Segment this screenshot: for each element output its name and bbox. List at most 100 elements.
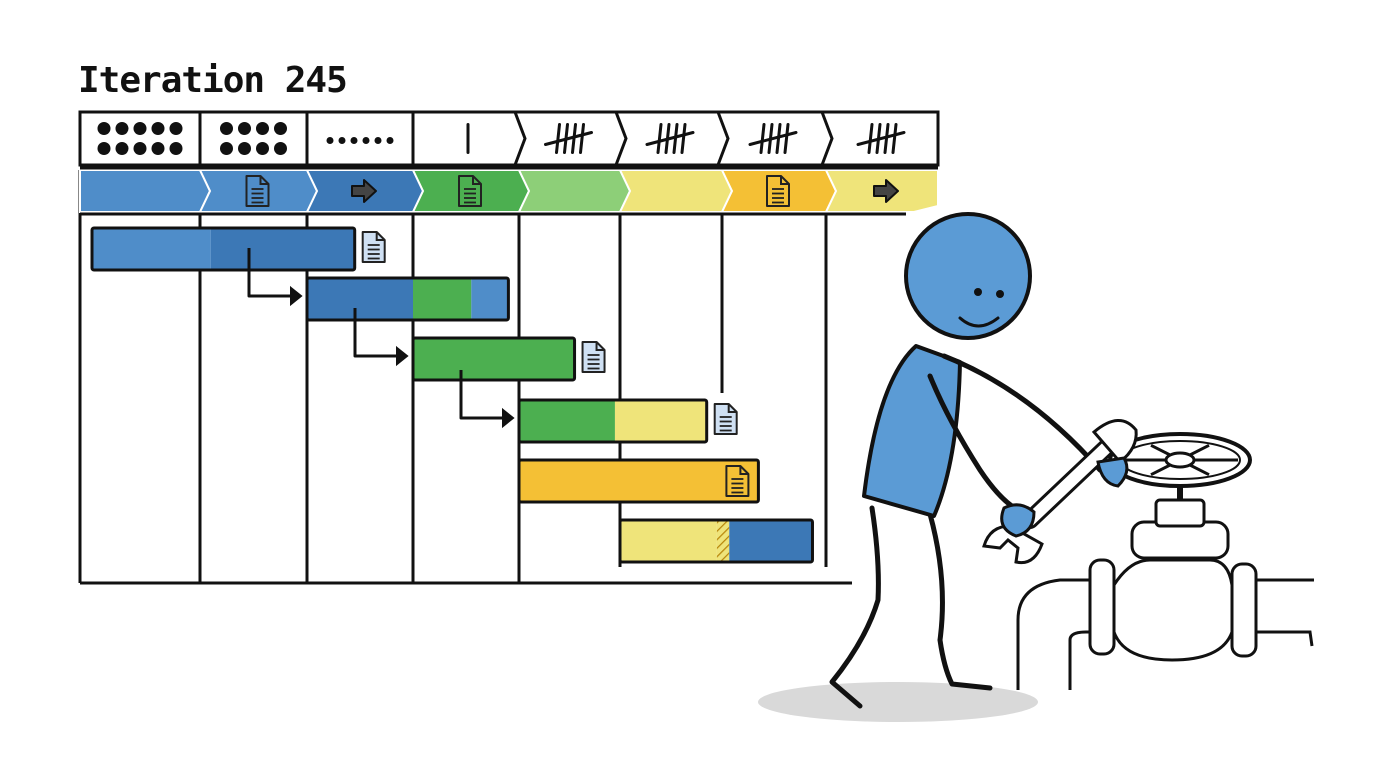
person-smile xyxy=(958,316,1000,328)
task-bar-area xyxy=(90,226,814,564)
header-marker-tally-5 xyxy=(856,123,906,154)
task-segment xyxy=(210,228,355,270)
wrench-jaw xyxy=(982,524,1044,565)
person-torso xyxy=(862,344,962,518)
task-outline xyxy=(305,276,510,322)
dot-mark xyxy=(362,137,370,144)
pipe-flange-left xyxy=(1088,558,1116,656)
tally-stroke xyxy=(867,123,874,154)
document-icon xyxy=(713,403,738,435)
dot-mark xyxy=(374,137,382,144)
header-divider xyxy=(513,111,527,166)
task-segment xyxy=(413,338,575,380)
task-outline xyxy=(411,336,577,382)
dot-mark xyxy=(256,122,269,135)
task-segment xyxy=(620,520,717,562)
task-segment xyxy=(92,228,211,270)
header-marker-tally-5 xyxy=(748,123,798,154)
header-marker-tally-5 xyxy=(544,123,593,154)
diagram-title: Iteration 245 xyxy=(78,60,348,101)
wrench-head xyxy=(1091,419,1138,465)
task-bar-1 xyxy=(90,226,386,272)
tally-cross xyxy=(856,131,906,146)
tally-cross xyxy=(645,131,695,146)
task-outline xyxy=(517,458,760,504)
dot-mark xyxy=(238,122,251,135)
task-bar-5 xyxy=(517,458,760,504)
person-head xyxy=(904,212,1032,340)
tally-stroke xyxy=(783,123,790,154)
person-with-wrench xyxy=(758,212,1314,722)
dot-mark xyxy=(133,142,147,155)
task-bar-3 xyxy=(411,336,606,382)
phase-arrow-6 xyxy=(618,169,734,213)
header-divider xyxy=(716,111,730,166)
task-segment xyxy=(729,520,813,562)
dot-mark xyxy=(97,142,111,155)
dot-mark xyxy=(274,122,287,135)
gantt-grid xyxy=(78,110,940,585)
header-marker-tally-5 xyxy=(645,123,695,154)
dot-mark xyxy=(274,142,287,155)
header-frame xyxy=(78,110,940,167)
person-hand xyxy=(1096,456,1129,488)
dot-mark xyxy=(115,122,129,135)
tally-cross xyxy=(544,131,593,146)
dependency-arrow-icon xyxy=(459,370,515,429)
person-legs xyxy=(829,505,993,709)
dot-mark xyxy=(151,142,165,155)
person-arm-lower xyxy=(927,373,1021,513)
pipe-flange-right xyxy=(1230,562,1258,658)
dot-mark xyxy=(220,142,233,155)
dot-mark xyxy=(97,122,111,135)
document-icon xyxy=(725,465,750,497)
arrow-right-icon xyxy=(873,179,899,203)
phase-arrow-5 xyxy=(517,169,632,213)
task-segment xyxy=(519,400,615,442)
dot-mark xyxy=(133,122,147,135)
valve-handwheel-icon xyxy=(1108,432,1252,488)
header-divider xyxy=(820,111,834,166)
person-eye xyxy=(996,290,1004,298)
task-segment xyxy=(519,460,759,502)
phase-arrow-row xyxy=(79,166,939,216)
header-marker-dots-10 xyxy=(97,122,183,155)
document-icon xyxy=(245,175,270,207)
task-segment xyxy=(614,400,707,442)
task-bar-4 xyxy=(517,398,738,444)
dot-mark xyxy=(350,137,358,144)
document-icon xyxy=(766,175,790,207)
task-bar-2 xyxy=(305,276,510,322)
valve-body xyxy=(1112,558,1234,662)
valve-nut xyxy=(1154,498,1206,528)
tally-stroke xyxy=(891,123,898,154)
header-marker-dots-6 xyxy=(326,137,394,144)
header-marker-dots-8 xyxy=(220,122,287,155)
document-icon xyxy=(581,341,606,373)
tally-stroke xyxy=(579,123,585,154)
dot-mark xyxy=(386,137,394,144)
task-outline xyxy=(517,398,709,444)
dot-mark xyxy=(169,122,183,135)
tally-stroke xyxy=(656,123,663,154)
dot-mark xyxy=(115,142,129,155)
header-divider xyxy=(614,111,628,166)
wrench-icon xyxy=(982,419,1138,565)
task-bar-6 xyxy=(618,518,814,564)
tally-stroke xyxy=(759,123,766,154)
tally-cross xyxy=(748,131,798,146)
person-eye xyxy=(974,288,982,296)
person-hand xyxy=(1000,503,1036,538)
pipe xyxy=(1016,470,1314,690)
tally-stroke xyxy=(555,123,561,154)
phase-arrow-1 xyxy=(79,169,212,213)
task-segment xyxy=(307,278,413,320)
ground-shadow xyxy=(758,682,1038,722)
task-segment xyxy=(413,278,472,320)
task-outline xyxy=(90,226,357,272)
tally-stroke xyxy=(680,123,687,154)
dot-mark xyxy=(169,142,183,155)
dot-mark xyxy=(238,142,251,155)
